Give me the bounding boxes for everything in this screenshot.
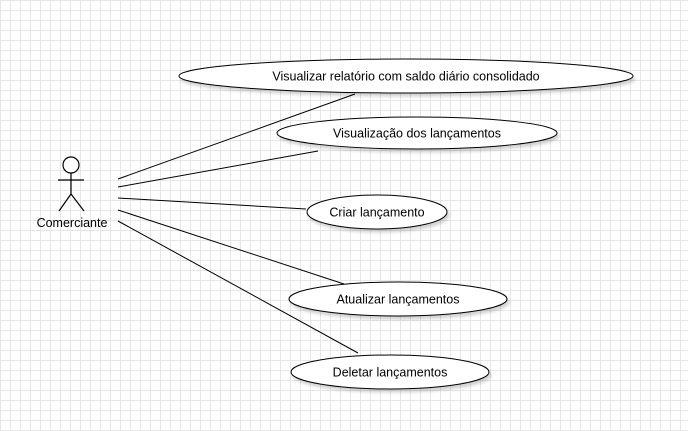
- use-case-label: Visualização dos lançamentos: [333, 127, 501, 141]
- use-case-label: Visualizar relatório com saldo diário co…: [272, 70, 539, 84]
- association-uc3[interactable]: [117, 197, 307, 210]
- association-uc1[interactable]: [117, 93, 356, 180]
- use-case-label: Criar lançamento: [329, 206, 424, 220]
- use-case-uc1[interactable]: Visualizar relatório com saldo diário co…: [178, 58, 634, 94]
- associations: [117, 93, 359, 354]
- use-case-uc2[interactable]: Visualização dos lançamentos: [276, 116, 558, 150]
- actor-label: Comerciante: [37, 216, 108, 230]
- association-uc5[interactable]: [117, 220, 359, 354]
- actor-comerciante[interactable]: Comerciante: [37, 156, 108, 230]
- association-uc4[interactable]: [117, 209, 345, 285]
- association-uc2[interactable]: [117, 150, 319, 188]
- use-case-label: Deletar lançamentos: [333, 366, 448, 380]
- use-case-uc5[interactable]: Deletar lançamentos: [290, 354, 490, 390]
- actor-stick-figure-icon: [58, 156, 85, 212]
- use-case-label: Atualizar lançamentos: [337, 293, 460, 307]
- use-case-uc4[interactable]: Atualizar lançamentos: [288, 281, 508, 317]
- use-case-uc3[interactable]: Criar lançamento: [306, 194, 448, 230]
